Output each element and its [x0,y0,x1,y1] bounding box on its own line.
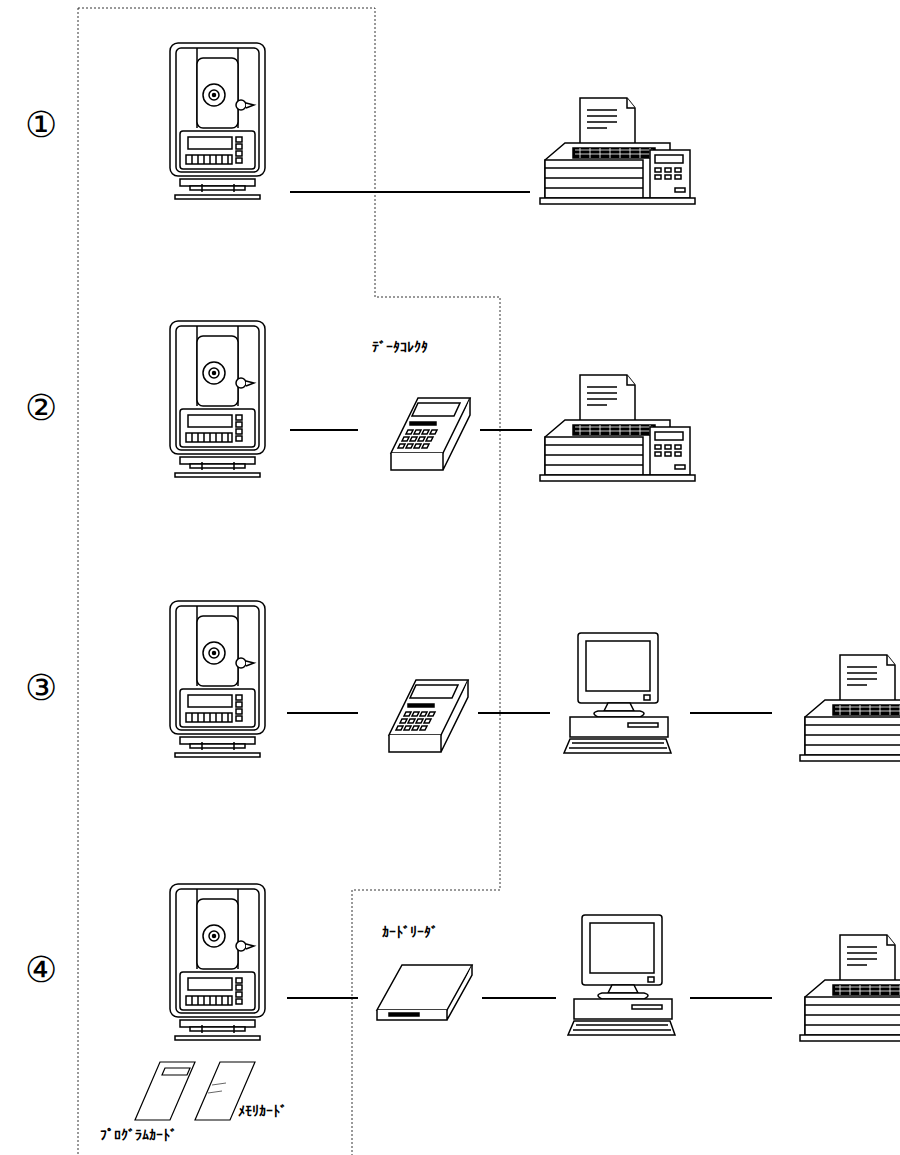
total-station [170,601,265,757]
printer [800,935,900,1041]
device-label: ﾒﾓﾘｶｰﾄﾞ [238,1104,287,1119]
printer [540,98,695,204]
row-number: ② [25,388,57,428]
computer [568,915,675,1035]
field-boundary [78,8,500,1155]
computer [564,633,671,753]
connection-lines [287,192,772,998]
device-label: ﾌﾟﾛｸﾞﾗﾑｶｰﾄﾞ [100,1128,177,1143]
total-station [170,43,265,199]
printer [800,655,900,761]
row-number: ③ [25,668,57,708]
data-collector [391,398,470,470]
row-number: ① [25,105,57,145]
card-reader [377,965,472,1020]
total-station [170,321,265,477]
printer [540,375,695,481]
data-collector [389,680,468,752]
total-station [170,884,265,1040]
device-label: ﾃﾞｰﾀｺﾚｸﾀ [372,340,428,355]
device-label: ｶｰﾄﾞﾘｰﾀﾞ [382,925,438,940]
row-number: ④ [25,950,57,990]
memory-cards [135,1062,255,1120]
